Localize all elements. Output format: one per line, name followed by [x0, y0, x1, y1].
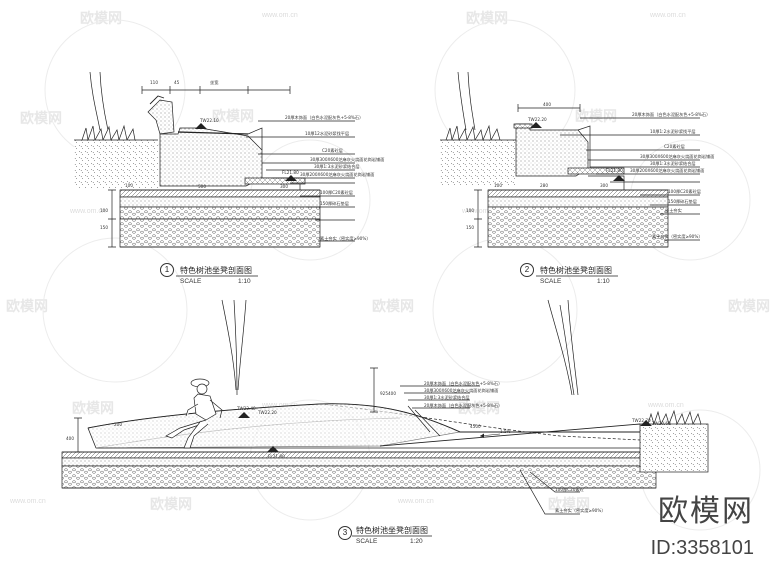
- watermark-url: www.om.cn: [262, 12, 298, 19]
- svg-text:30厚300X600芝麻灰火烧面花岗岩铺面: 30厚300X600芝麻灰火烧面花岗岩铺面: [310, 156, 384, 163]
- svg-text:30厚200X600芝麻灰火烧面花岗岩铺面: 30厚200X600芝麻灰火烧面花岗岩铺面: [630, 167, 704, 174]
- svg-text:100: 100: [125, 183, 133, 188]
- watermark-tile: 欧模网: [150, 497, 192, 513]
- watermark-url: www.om.cn: [398, 498, 434, 505]
- title-underlines: [176, 275, 618, 537]
- svg-text:150厚碎石垫层: 150厚碎石垫层: [668, 198, 697, 205]
- svg-text:TW22.10: TW22.10: [199, 118, 219, 123]
- svg-text:TW22.20: TW22.20: [257, 410, 277, 415]
- watermark-url: www.om.cn: [648, 402, 684, 409]
- section-1-number: 1: [160, 263, 174, 277]
- watermark-url: www.om.cn: [10, 498, 46, 505]
- watermark-url: www.om.cn: [650, 12, 686, 19]
- svg-text:100厚C20素砼: 100厚C20素砼: [555, 486, 585, 493]
- watermark-tile: 欧模网: [80, 11, 122, 27]
- svg-text:500: 500: [198, 184, 206, 189]
- svg-text:110: 110: [150, 80, 158, 85]
- watermark-tile: 欧模网: [372, 299, 414, 315]
- seated-person-figure: [165, 378, 223, 449]
- svg-text:30厚200X600芝麻灰火烧面花岗岩铺面: 30厚200X600芝麻灰火烧面花岗岩铺面: [300, 171, 374, 178]
- svg-text:10厚12水泥砂浆找平层: 10厚12水泥砂浆找平层: [305, 130, 349, 137]
- svg-text:C20素砼层: C20素砼层: [664, 143, 685, 150]
- svg-text:400: 400: [543, 102, 551, 107]
- section-3-number: 3: [338, 526, 352, 540]
- watermark-url: www.om.cn: [70, 208, 106, 215]
- svg-text:200: 200: [114, 422, 122, 427]
- section-2-number: 2: [520, 263, 534, 277]
- svg-text:1.5%: 1.5%: [500, 429, 511, 434]
- svg-text:100厚C20素砼层: 100厚C20素砼层: [320, 189, 353, 196]
- section-3-scale-label: SCALE: [356, 538, 378, 545]
- watermark-tile: 欧模网: [575, 109, 617, 125]
- svg-text:30厚300X600芝麻灰火烧面花岗岩铺面: 30厚300X600芝麻灰火烧面花岗岩铺面: [640, 153, 714, 160]
- section-3-title: 特色树池坐凳剖面图: [356, 526, 428, 535]
- svg-text:FL21.80: FL21.80: [606, 168, 623, 173]
- watermark-tile: 欧模网: [458, 401, 500, 417]
- svg-text:20厚木饰面（白色水泥配灰色+5-8%石）: 20厚木饰面（白色水泥配灰色+5-8%石）: [632, 111, 710, 118]
- watermark-id: ID:3358101: [650, 537, 754, 559]
- section-1-title: 特色树池坐凳剖面图: [180, 266, 252, 275]
- section-1-annotations: 20厚木饰面（白色水泥配灰色+5-8%石） 10厚12水泥砂浆找平层 C20素砼…: [100, 79, 384, 242]
- svg-text:素土夯实（密实度≥90%）: 素土夯实（密实度≥90%）: [320, 235, 371, 242]
- section-3-annotations: 20厚木饰面（白色水泥配灰色+5-8%石） 30厚300X600芝麻灰火烧面花岗…: [66, 380, 671, 514]
- svg-text:30厚1:3水泥砂浆结合层: 30厚1:3水泥砂浆结合层: [650, 160, 696, 167]
- svg-text:坐宽: 坐宽: [210, 79, 219, 86]
- svg-text:300: 300: [600, 183, 608, 188]
- svg-text:280: 280: [540, 183, 548, 188]
- watermark-url: www.om.cn: [462, 208, 498, 215]
- svg-text:150厚碎石垫层: 150厚碎石垫层: [320, 200, 349, 207]
- watermark-url: www.om.cn: [262, 402, 298, 409]
- svg-text:20厚木饰面（白色水泥配灰色+5-8%石）: 20厚木饰面（白色水泥配灰色+5-8%石）: [424, 380, 502, 387]
- section-3-drawing: [61, 299, 709, 515]
- svg-text:FL21.80: FL21.80: [282, 170, 299, 175]
- section-1-drawing: [74, 71, 355, 248]
- watermark-tile: 欧模网: [728, 299, 770, 315]
- svg-text:4500: 4500: [470, 424, 481, 429]
- section-2-annotations: 20厚木饰面（白色水泥配灰色+5-8%石） 10厚1:2水泥砂浆找平层 C20素…: [466, 102, 714, 240]
- section-2-scale-value: 1:10: [597, 278, 610, 285]
- svg-text:45: 45: [174, 80, 180, 85]
- section-1-scale-value: 1:10: [238, 278, 251, 285]
- watermark-tile: 欧模网: [466, 11, 508, 27]
- svg-text:20厚木饰面（白色水泥配灰色+5-8%石）: 20厚木饰面（白色水泥配灰色+5-8%石）: [285, 114, 363, 121]
- watermark-tile: 欧模网: [20, 111, 62, 127]
- svg-text:100: 100: [494, 183, 502, 188]
- svg-text:150: 150: [100, 225, 108, 230]
- section-2-drawing: [440, 71, 700, 248]
- svg-text:30厚1:3水泥砂浆结合层: 30厚1:3水泥砂浆结合层: [424, 394, 470, 401]
- svg-text:素土夯实（密实度≥90%）: 素土夯实（密实度≥90%）: [652, 233, 703, 240]
- svg-text:30厚1:3水泥砂浆结合层: 30厚1:3水泥砂浆结合层: [314, 163, 360, 170]
- section-2-title: 特色树池坐凳剖面图: [540, 266, 612, 275]
- svg-text:TW22.40: TW22.40: [236, 406, 256, 411]
- section-3-scale-value: 1:20: [410, 538, 423, 545]
- svg-text:300: 300: [280, 184, 288, 189]
- section-1-scale-label: SCALE: [180, 278, 202, 285]
- svg-text:素土夯实（密实度≥90%）: 素土夯实（密实度≥90%）: [555, 507, 606, 514]
- watermark-tile: 欧模网: [72, 401, 114, 417]
- svg-text:TW22.20: TW22.20: [527, 117, 547, 122]
- svg-text:100: 100: [466, 208, 474, 213]
- svg-text:100厚C20素砼层: 100厚C20素砼层: [668, 188, 701, 195]
- svg-text:400: 400: [66, 436, 74, 441]
- watermark-tile: 欧模网: [212, 109, 254, 125]
- svg-text:C20素砼层: C20素砼层: [322, 147, 343, 154]
- svg-text:20厚木饰面（白色水泥配灰色+5-8%石）: 20厚木饰面（白色水泥配灰色+5-8%石）: [424, 402, 502, 409]
- watermark-tile: 欧模网: [548, 497, 590, 513]
- svg-text:TW20.60: TW20.60: [651, 421, 671, 426]
- svg-text:FL21.80: FL21.80: [268, 454, 285, 459]
- svg-text:原土夯实: 原土夯实: [665, 207, 682, 214]
- svg-text:925400: 925400: [380, 391, 396, 396]
- svg-text:150: 150: [466, 225, 474, 230]
- svg-text:TW22.70: TW22.70: [631, 418, 651, 423]
- svg-text:30厚300X600芝麻灰火烧面花岗岩铺面: 30厚300X600芝麻灰火烧面花岗岩铺面: [424, 387, 498, 394]
- watermark-brand: 欧模网: [658, 494, 754, 529]
- watermark-tile: 欧模网: [6, 299, 48, 315]
- section-2-scale-label: SCALE: [540, 278, 562, 285]
- svg-text:100: 100: [100, 208, 108, 213]
- svg-text:10厚1:2水泥砂浆找平层: 10厚1:2水泥砂浆找平层: [650, 128, 696, 135]
